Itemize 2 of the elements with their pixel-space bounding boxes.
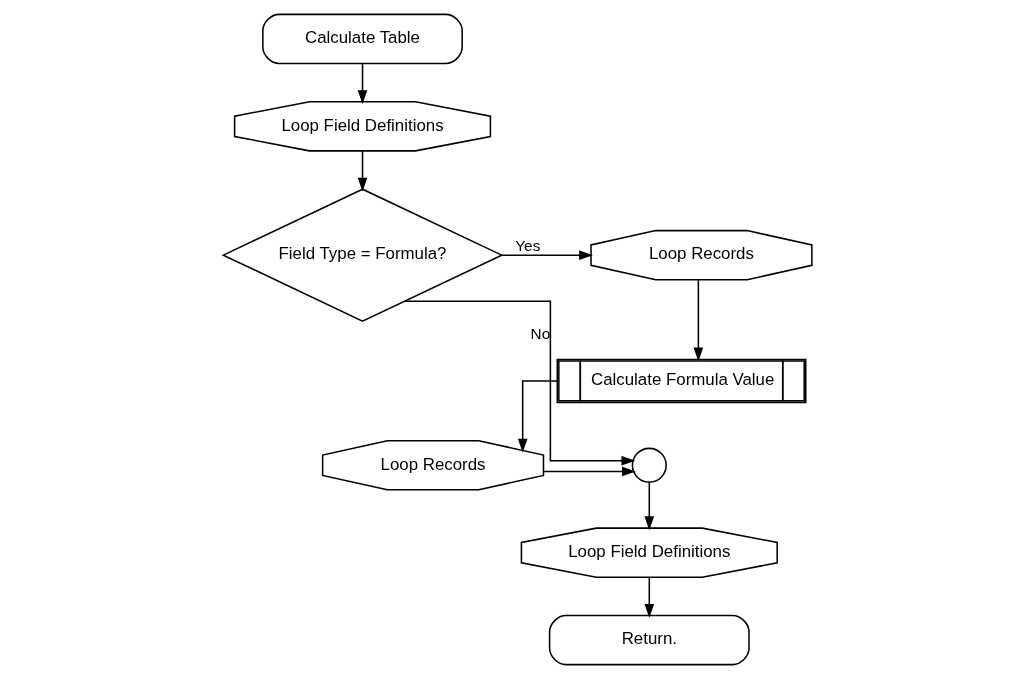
edge-label: No: [530, 325, 550, 343]
edge-label: Yes: [514, 236, 540, 254]
